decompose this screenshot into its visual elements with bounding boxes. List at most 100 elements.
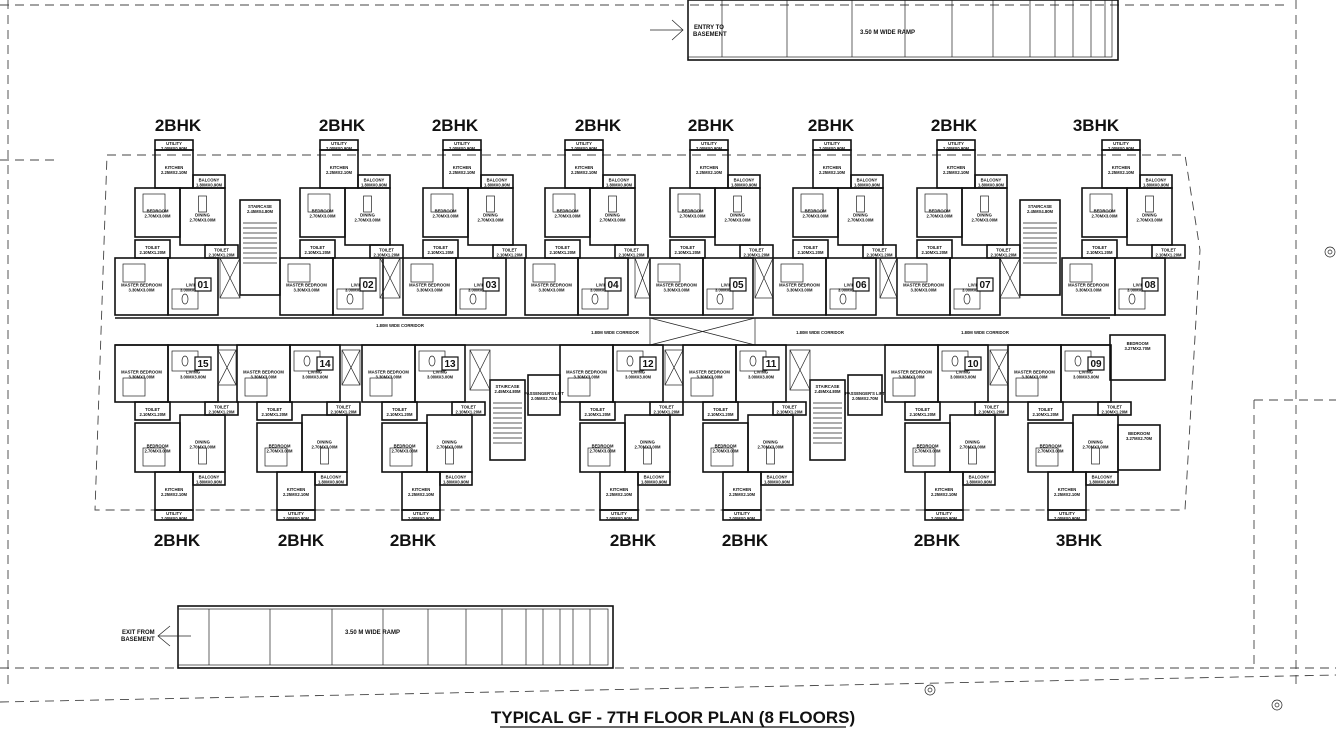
unit-14[interactable]: UTILITY2.00MX0.90MKITCHEN2.25MX2.10MBALC…	[236, 344, 361, 550]
unit-number: 15	[197, 359, 209, 370]
room-name: TOILET	[713, 407, 728, 412]
room-name: LIVING	[1079, 370, 1093, 375]
unit-12[interactable]: UTILITY2.00MX0.90MKITCHEN2.25MX2.10MBALC…	[559, 344, 684, 550]
room-size: 2.00MX0.90M	[161, 516, 188, 521]
unit-number: 04	[607, 280, 619, 291]
unit-07[interactable]: UTILITY2.00MX0.90MKITCHEN2.25MX2.10MBALC…	[896, 116, 1021, 316]
bed-icon	[924, 193, 948, 213]
room-name: BALCONY	[981, 178, 1002, 183]
unit-04[interactable]: UTILITY2.00MX0.90MKITCHEN2.25MX2.10MBALC…	[524, 116, 649, 316]
room-name: BEDROOM	[1040, 444, 1062, 449]
room-size: 2.25MX2.10M	[449, 170, 476, 175]
bed-icon	[1069, 263, 1093, 283]
room-size: 2.25MX2.10M	[161, 170, 188, 175]
room-size: 3.30MX3.00M	[293, 288, 320, 293]
room-size: 2.70MX3.00M	[589, 449, 616, 454]
room-size: 2.00MX0.90M	[326, 146, 353, 151]
sofa-icon	[953, 288, 981, 310]
coffee-table-icon	[1074, 355, 1082, 367]
unit-number: 07	[979, 280, 991, 291]
room-size: 2.10MX1.20M	[909, 412, 936, 417]
unit-06[interactable]: UTILITY2.00MX0.90MKITCHEN2.25MX2.10MBALC…	[772, 116, 897, 316]
room-wall	[451, 401, 486, 416]
room-name: MASTER BEDROOM	[121, 370, 162, 375]
dining-table-icon	[608, 195, 617, 213]
room-name: KITCHEN	[935, 487, 954, 492]
room-wall	[492, 244, 527, 259]
room-name: LIVING	[1133, 283, 1147, 288]
bed-icon	[369, 377, 393, 397]
room-name: KITCHEN	[947, 165, 966, 170]
unit-05[interactable]: UTILITY2.00MX0.90MKITCHEN2.25MX2.10MBALC…	[649, 116, 774, 316]
entry-ramp: ENTRY TO BASEMENT 3.50 M WIDE RAMP	[650, 0, 1119, 61]
room-name: MASTER BEDROOM	[409, 283, 450, 288]
room-size: 3.00MX3.00M	[1127, 288, 1154, 293]
room-wall	[1117, 424, 1161, 471]
unit-08[interactable]: UTILITY2.00MX0.90MKITCHEN2.25MX2.10MBALC…	[1061, 116, 1186, 316]
bed-icon	[122, 377, 146, 397]
duct-shaft	[664, 349, 684, 386]
unit-10[interactable]: UTILITY2.00MX0.90MKITCHEN2.25MX2.10MBALC…	[884, 344, 1009, 550]
room-size: 2.70MX3.00M	[634, 445, 661, 450]
unit-03[interactable]: UTILITY2.00MX0.90MKITCHEN2.25MX2.10MBALC…	[402, 116, 527, 316]
room-name: TOILET	[502, 248, 517, 253]
bed-icon	[532, 263, 556, 283]
room-size: 3.27MX2.70M	[1124, 346, 1151, 351]
room-size: 2.70MX3.00M	[599, 218, 626, 223]
unit-number: 08	[1144, 280, 1156, 291]
room-size: 2.25MX2.10M	[696, 170, 723, 175]
room-size: 3.30MX3.00M	[573, 375, 600, 380]
sofa-icon	[616, 350, 644, 372]
room-name: BEDROOM	[592, 444, 614, 449]
room-name: UTILITY	[948, 141, 964, 146]
room-wall	[937, 344, 989, 403]
room-name: MASTER BEDROOM	[121, 283, 162, 288]
room-size: 2.10MX1.20M	[304, 250, 331, 255]
room-name: MASTER BEDROOM	[903, 283, 944, 288]
room-size: 1.80MX0.90M	[1089, 480, 1116, 485]
corridor-label: 1.80M WIDE CORRIDOR	[591, 330, 639, 335]
room-name: BEDROOM	[682, 209, 704, 214]
bed-icon	[142, 193, 166, 213]
room-size: 2.70MX3.00M	[847, 218, 874, 223]
room-name: BEDROOM	[1094, 209, 1116, 214]
bed-icon	[1015, 377, 1039, 397]
bed-icon	[307, 193, 331, 213]
room-wall	[589, 187, 636, 246]
bed-icon	[690, 377, 714, 397]
unit-15[interactable]: UTILITY2.00MX0.90MKITCHEN2.25MX2.10MBALC…	[114, 344, 239, 550]
room-name: LIVING	[754, 370, 768, 375]
unit-13[interactable]: UTILITY2.00MX0.90MKITCHEN2.25MX2.10MBALC…	[361, 344, 486, 550]
unit-02[interactable]: UTILITY2.00MX0.90MKITCHEN2.25MX2.10MBALC…	[279, 116, 404, 316]
room-name: BEDROOM	[147, 444, 169, 449]
bed-icon	[244, 377, 268, 397]
unit-09[interactable]: UTILITY2.00MX0.90MKITCHEN2.25MX2.10MBALC…	[1007, 344, 1132, 550]
unit-11[interactable]: UTILITY2.00MX0.90MKITCHEN2.25MX2.10MBALC…	[682, 344, 807, 550]
room-size: 2.00MX0.90M	[161, 146, 188, 151]
room-size: 3.30MX3.00M	[375, 375, 402, 380]
room-size: 2.70MX3.00M	[554, 214, 581, 219]
unit-type-label: 2BHK	[575, 116, 622, 135]
room-name: TOILET	[996, 248, 1011, 253]
unit-01[interactable]: UTILITY2.00MX0.90MKITCHEN2.25MX2.10MBALC…	[114, 116, 239, 316]
room-name: BALCONY	[1146, 178, 1167, 183]
room-name: LIVING	[844, 283, 858, 288]
bed-icon	[410, 263, 434, 283]
room-name: BALCONY	[1092, 475, 1113, 480]
room-name: BALCONY	[644, 475, 665, 480]
room-size: 3.00MX3.00M	[950, 375, 977, 380]
